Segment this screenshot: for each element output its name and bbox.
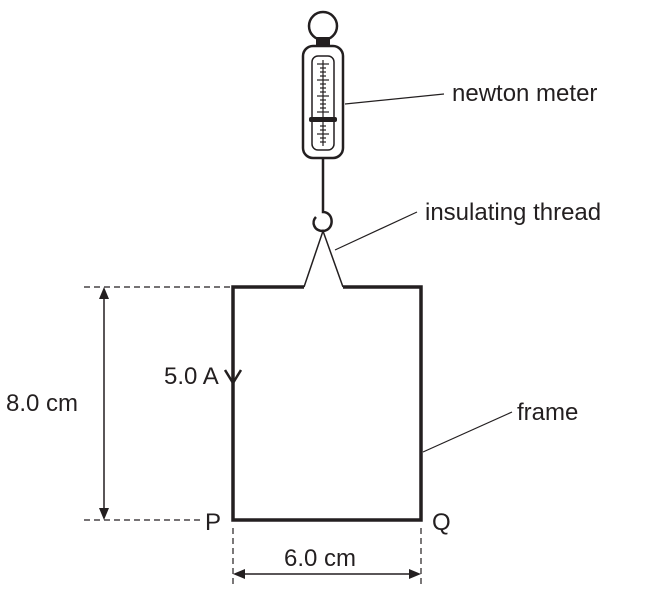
frame-label: frame <box>517 399 578 426</box>
height-arrowhead-top <box>99 287 109 299</box>
insulating-thread <box>303 228 344 288</box>
newton-meter-window <box>311 55 335 151</box>
newton-meter-label: newton meter <box>452 80 597 107</box>
height-dimension <box>84 286 233 521</box>
width-arrowhead-left <box>233 569 245 579</box>
current-label: 5.0 A <box>164 363 219 390</box>
newton-meter-cap <box>316 37 330 47</box>
width-dimension <box>232 528 422 585</box>
width-label: 6.0 cm <box>284 545 356 572</box>
wire-frame <box>231 285 423 522</box>
corner-p-label: P <box>205 509 221 536</box>
width-arrowhead-right <box>409 569 421 579</box>
newton-meter <box>301 10 345 233</box>
frame-leader <box>422 411 513 453</box>
newton-meter-scale <box>317 60 329 146</box>
newton-meter-leader <box>344 93 445 105</box>
current-arrow <box>223 369 243 386</box>
newton-meter-pointer <box>309 117 337 122</box>
height-label: 8.0 cm <box>6 390 78 417</box>
newton-meter-ring <box>307 10 339 42</box>
insulating-thread-leader <box>334 211 418 251</box>
corner-q-label: Q <box>432 509 451 536</box>
height-arrowhead-bottom <box>99 508 109 520</box>
newton-meter-hook <box>312 208 333 233</box>
insulating-thread-label: insulating thread <box>425 199 601 226</box>
